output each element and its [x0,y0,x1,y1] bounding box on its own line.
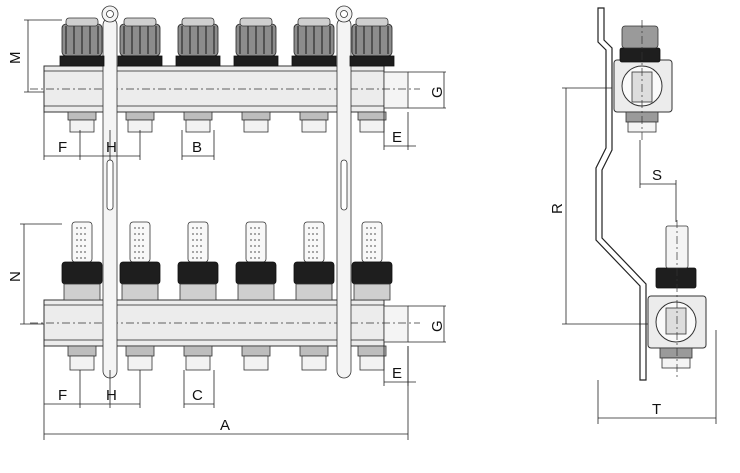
outlet-fitting [241,345,271,371]
dim-label-f-top: F [58,139,67,156]
flowmeter-body [351,261,393,285]
bottom-outlet-row [67,345,387,371]
outlet-nut [67,345,97,357]
outlet-fitting [125,345,155,371]
outlet-nut [241,111,271,121]
valve-cap-top [65,17,99,27]
outlet-nut [183,345,213,357]
outlet-fitting [299,345,329,371]
dimension-lines [20,19,717,440]
outlet-thread [127,355,153,371]
outlet-thread [69,355,95,371]
flowmeter [351,221,393,301]
top-manifold-bar [30,65,420,113]
outlet-nut [67,111,97,121]
bottom-manifold-bar [30,299,420,347]
dim-label-f-bottom: F [58,387,67,404]
flowmeter-body [119,261,161,285]
left-bracket [101,5,119,379]
valve-cap [233,17,279,67]
flowmeter-base [63,283,101,301]
outlet-thread [243,119,269,133]
flowmeter [235,221,277,301]
outlet-thread [359,119,385,133]
outlet-nut [125,111,155,121]
outlet-fitting [67,345,97,371]
outlet-thread [301,355,327,371]
flowmeter-body [235,261,277,285]
valve-cap-collar [59,55,105,67]
valve-cap [349,17,395,67]
valve-cap-top [355,17,389,27]
outlet-nut [357,345,387,357]
outlet-thread [69,119,95,133]
valve-cap-top [239,17,273,27]
flowmeter [177,221,219,301]
flowmeter-base [295,283,333,301]
flowmeter-body [61,261,103,285]
valve-cap-top [181,17,215,27]
dim-label-g-top: G [429,86,446,98]
flowmeter [293,221,335,301]
valve-cap [175,17,221,67]
outlet-nut [299,345,329,357]
outlet-nut [299,111,329,121]
valve-cap-collar [291,55,337,67]
dim-label-g-bottom: G [429,320,446,332]
flowmeter-base [353,283,391,301]
dim-label-n: N [7,271,24,282]
valve-cap [291,17,337,67]
outlet-nut [183,111,213,121]
dim-label-a: A [220,417,230,434]
valve-cap [59,17,105,67]
dim-label-h-top: H [106,139,117,156]
dim-label-c: C [192,387,203,404]
dim-label-m: M [7,52,24,65]
outlet-nut [357,111,387,121]
outlet-thread [185,355,211,371]
flowmeter-base [121,283,159,301]
dim-label-r: R [549,203,566,214]
dim-label-e-top: E [392,129,402,146]
valve-cap-collar [117,55,163,67]
flowmeter-body [293,261,335,285]
outlet-nut [125,345,155,357]
valve-cap-collar [233,55,279,67]
dim-label-t: T [652,401,661,418]
outlet-thread [359,355,385,371]
flowmeter [61,221,103,301]
outlet-thread [185,119,211,133]
dim-label-e-bottom: E [392,365,402,382]
flowmeter [119,221,161,301]
outlet-fitting [67,111,97,133]
outlet-fitting [183,111,213,133]
dim-label-b: B [192,139,202,156]
flowmeter-base [179,283,217,301]
flowmeter-body [177,261,219,285]
flowmeter-base [237,283,275,301]
valve-cap-top [123,17,157,27]
outlet-fitting [299,111,329,133]
valve-cap [117,17,163,67]
top-valve-row [59,17,395,67]
side-view [595,7,707,381]
bottom-flowmeter-row [61,221,393,301]
outlet-fitting [183,345,213,371]
outlet-fitting [357,345,387,371]
outlet-fitting [125,111,155,133]
outlet-fitting [241,111,271,133]
outlet-thread [301,119,327,133]
dim-label-s: S [652,167,662,184]
top-outlet-row [67,111,387,133]
outlet-nut [241,345,271,357]
valve-cap-collar [175,55,221,67]
dim-label-h-bottom: H [106,387,117,404]
outlet-thread [243,355,269,371]
outlet-fitting [357,111,387,133]
valve-cap-collar [349,55,395,67]
right-bracket [335,5,353,379]
valve-cap-top [297,17,331,27]
